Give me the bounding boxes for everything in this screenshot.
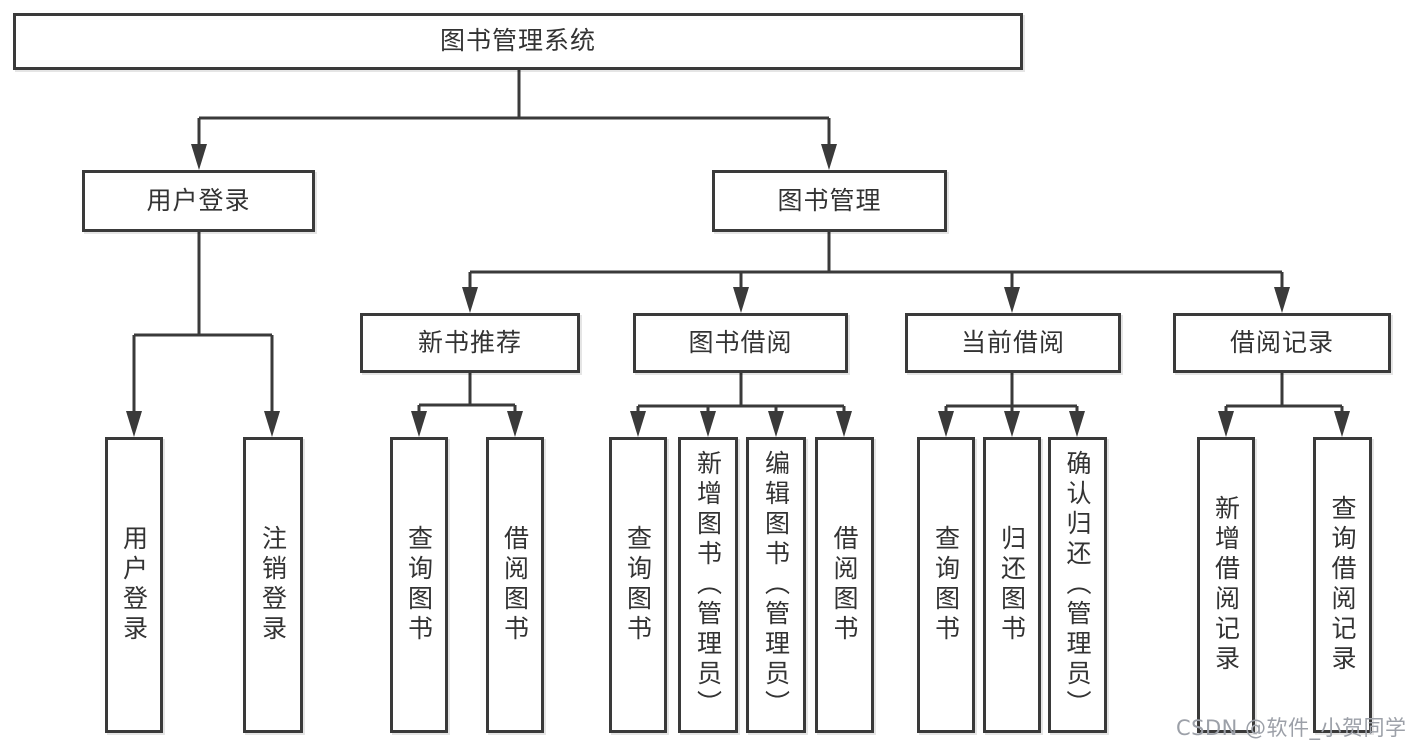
- node-label: 编辑图书（管理员）: [761, 450, 791, 720]
- node-label: 查询图书: [404, 525, 434, 645]
- arrowhead-user-login: [191, 144, 207, 170]
- leaf-query-borrow-record: 查询借阅记录: [1313, 437, 1372, 733]
- leaf-user-login: 用户登录: [105, 437, 163, 733]
- connector-root-to-level2: [191, 70, 837, 170]
- leaf-borrow-books-borrowing: 借阅图书: [815, 437, 874, 733]
- leaf-return-books: 归还图书: [983, 437, 1041, 733]
- leaf-logout: 注销登录: [243, 437, 303, 733]
- leaf-add-borrow-record: 新增借阅记录: [1197, 437, 1255, 733]
- node-label: 注销登录: [258, 525, 288, 645]
- node-current-borrowing: 当前借阅: [905, 313, 1121, 373]
- leaf-query-books-recommend: 查询图书: [390, 437, 448, 733]
- node-label: 查询图书: [931, 525, 961, 645]
- node-label: 查询图书: [623, 525, 653, 645]
- leaf-add-book-admin: 新增图书（管理员）: [678, 437, 738, 733]
- node-label: 图书管理: [777, 185, 882, 215]
- node-label: 新书推荐: [417, 327, 522, 357]
- leaf-query-books-borrowing: 查询图书: [609, 437, 667, 733]
- node-book-management: 图书管理: [712, 170, 947, 232]
- arrowhead-borrowing-records: [1274, 287, 1290, 313]
- connector-book-borrowing-to-leaves: [630, 373, 852, 437]
- node-label: 新增借阅记录: [1211, 495, 1241, 675]
- connector-book-management-to-level3: [462, 232, 1290, 313]
- connector-borrowing-records-to-leaves: [1218, 373, 1350, 437]
- leaf-confirm-return-admin: 确认归还（管理员）: [1048, 437, 1107, 733]
- node-borrowing-records: 借阅记录: [1173, 313, 1391, 373]
- node-label: 归还图书: [997, 525, 1027, 645]
- leaf-edit-book-admin: 编辑图书（管理员）: [746, 437, 806, 733]
- connector-current-borrowing-to-leaves: [938, 373, 1085, 437]
- node-user-login-branch: 用户登录: [82, 170, 315, 232]
- connector-new-book-recommendation-to-leaves: [411, 373, 523, 437]
- node-new-book-recommendation: 新书推荐: [360, 313, 580, 373]
- node-label: 当前借阅: [960, 327, 1065, 357]
- node-label: 图书管理系统: [439, 26, 596, 56]
- arrowhead-current-borrowing: [1004, 287, 1020, 313]
- connector-user-login-to-leaves: [126, 232, 280, 437]
- node-label: 查询借阅记录: [1328, 495, 1357, 675]
- node-label: 借阅记录: [1229, 327, 1334, 357]
- node-book-borrowing: 图书借阅: [633, 313, 848, 373]
- node-label: 新增图书（管理员）: [693, 450, 723, 720]
- node-label: 确认归还（管理员）: [1063, 450, 1092, 720]
- node-label: 借阅图书: [500, 525, 530, 645]
- csdn-watermark: CSDN @软件_小贺同学: [1176, 716, 1405, 740]
- node-label: 图书借阅: [688, 327, 793, 357]
- leaf-query-books-current: 查询图书: [917, 437, 975, 733]
- node-label: 借阅图书: [830, 525, 859, 645]
- arrowhead-new-book-recommendation: [462, 287, 478, 313]
- node-label: 用户登录: [146, 185, 251, 215]
- arrowhead-book-borrowing: [733, 287, 749, 313]
- node-root: 图书管理系统: [13, 13, 1023, 70]
- arrowhead-book-management: [821, 144, 837, 170]
- leaf-borrow-books-recommend: 借阅图书: [486, 437, 544, 733]
- node-label: 用户登录: [119, 525, 149, 645]
